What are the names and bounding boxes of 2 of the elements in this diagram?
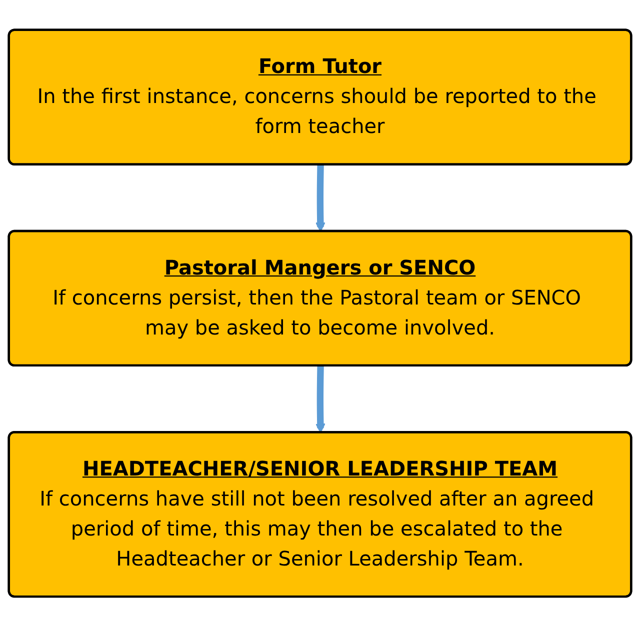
arrow [316,164,326,232]
arrow [316,366,326,433]
